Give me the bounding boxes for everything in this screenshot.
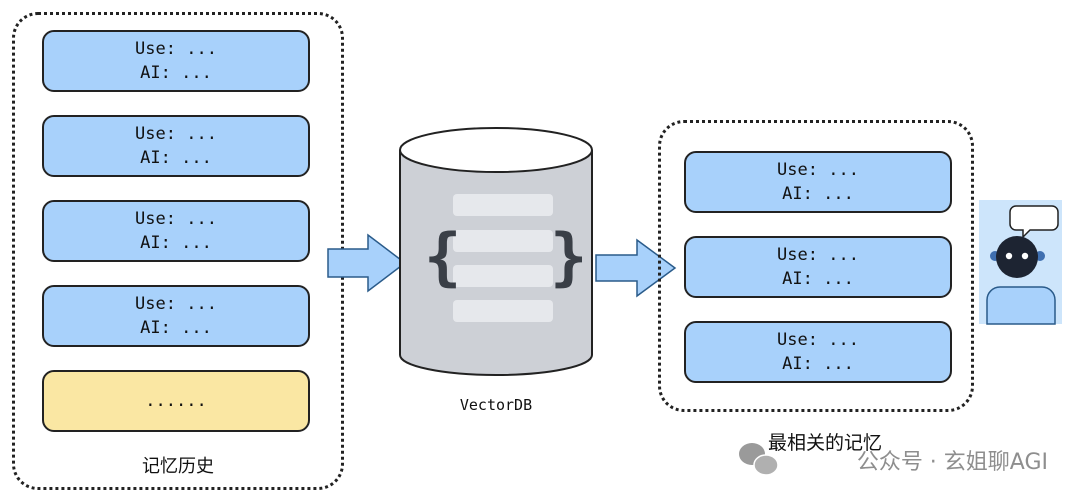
relevant-card-ai: AI: ... bbox=[782, 354, 854, 374]
history-card-user: Use: ... bbox=[135, 39, 217, 59]
relevant-card-user: Use: ... bbox=[777, 330, 859, 350]
robot-avatar-icon bbox=[979, 200, 1062, 325]
history-card-ai: AI: ... bbox=[140, 63, 212, 83]
relevant-card-user: Use: ... bbox=[777, 160, 859, 180]
history-card-ai: AI: ... bbox=[140, 318, 212, 338]
history-card: Use: ... AI: ... bbox=[42, 30, 310, 92]
db-record-bar bbox=[453, 194, 553, 216]
relevant-card-ai: AI: ... bbox=[782, 184, 854, 204]
history-card: Use: ... AI: ... bbox=[42, 115, 310, 177]
wechat-icon bbox=[739, 443, 779, 476]
relevant-card: Use: ... AI: ... bbox=[684, 151, 952, 213]
history-card-user: Use: ... bbox=[135, 124, 217, 144]
history-card-user: Use: ... bbox=[135, 294, 217, 314]
arrow-to-relevant bbox=[595, 238, 677, 298]
relevant-memory-group bbox=[658, 120, 974, 412]
open-brace-icon: { bbox=[424, 220, 462, 293]
history-card-ai: AI: ... bbox=[140, 148, 212, 168]
relevant-card: Use: ... AI: ... bbox=[684, 321, 952, 383]
vectordb-label: VectorDB bbox=[459, 396, 533, 414]
db-record-bar bbox=[453, 300, 553, 322]
db-record-bar bbox=[453, 265, 553, 287]
history-more-label: ...... bbox=[145, 391, 207, 411]
relevant-card: Use: ... AI: ... bbox=[684, 236, 952, 298]
arrow-to-vectordb bbox=[327, 233, 407, 293]
relevant-card-user: Use: ... bbox=[777, 245, 859, 265]
watermark-text: 公众号 · 玄姐聊AGI bbox=[856, 450, 1048, 475]
close-brace-icon: } bbox=[550, 220, 588, 293]
relevant-memory-title: 最相关的记忆 bbox=[767, 432, 882, 454]
history-more-card: ...... bbox=[42, 370, 310, 432]
relevant-card-ai: AI: ... bbox=[782, 269, 854, 289]
memory-history-title: 记忆历史 bbox=[142, 456, 214, 477]
db-record-bar bbox=[453, 230, 553, 252]
history-card: Use: ... AI: ... bbox=[42, 285, 310, 347]
watermark: 公众号 · 玄姐聊AGI bbox=[857, 444, 1048, 476]
vectordb-cylinder bbox=[399, 127, 593, 376]
history-card: Use: ... AI: ... bbox=[42, 200, 310, 262]
history-card-user: Use: ... bbox=[135, 209, 217, 229]
history-card-ai: AI: ... bbox=[140, 233, 212, 253]
